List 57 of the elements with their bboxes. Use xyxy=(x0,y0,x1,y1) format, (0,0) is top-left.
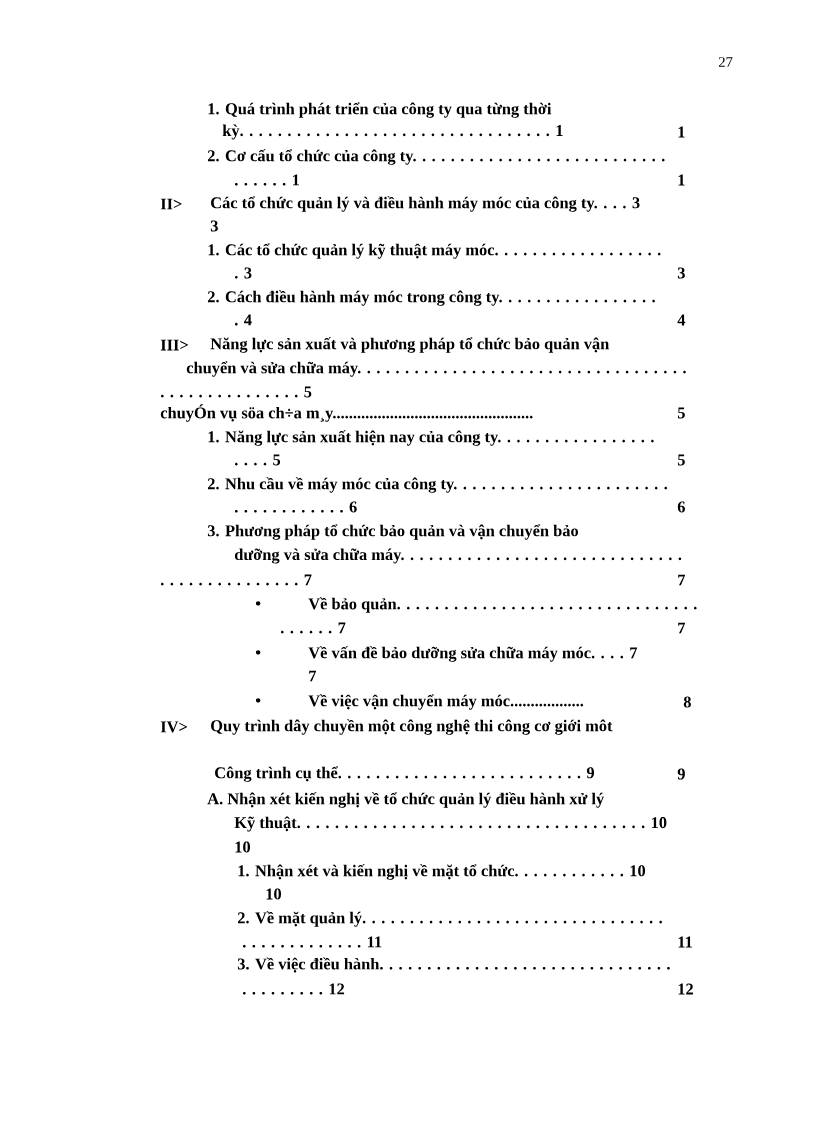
toc-entry: Về bảo quản. . . . . . . . . . . . . . . . . . . . . . . . . . . . . . . . xyxy=(308,597,697,613)
toc-entry: 2. Nhu cầu về máy móc của công ty. . . . . . . . . . . . . . . . . . . . . . . xyxy=(207,477,668,493)
toc-entry: 1. Năng lực sản xuất hiện nay của công ty. . . . . . . . . . . . . . . . . xyxy=(208,430,654,446)
toc-entry: Các tổ chức quản lý và điều hành máy móc của công ty. . . . 3 xyxy=(211,196,640,212)
page-number: 5 xyxy=(677,454,685,466)
toc-entry: chuyÓn vụ söa ch÷a m¸y................................................. xyxy=(160,404,533,422)
page-number: 7 xyxy=(309,670,317,682)
toc-entry: 2. Về mặt quản lý. . . . . . . . . . . . . . . . . . . . . . . . . . . . . . . . xyxy=(237,911,663,927)
toc-entry: . . . . 5 xyxy=(235,454,281,466)
section-numeral: IV> xyxy=(160,721,187,733)
toc-entry: kỳ. . . . . . . . . . . . . . . . . . . . . . . . . . . . . . . . . 1 xyxy=(222,124,563,140)
toc-entry: . . . . . . 7 xyxy=(281,622,346,634)
bullet-symbol: • xyxy=(255,698,261,703)
toc-entry: . . . . . . . . . . . . 6 xyxy=(235,501,357,513)
toc-entry: . 4 xyxy=(235,314,252,326)
page-number: 12 xyxy=(678,983,693,995)
page-number: 10 xyxy=(235,841,251,853)
toc-entry: 2. Cách điều hành máy móc trong công ty. . . . . . . . . . . . . . . . . xyxy=(207,290,655,306)
page-number: 3 xyxy=(677,267,685,279)
page-number: 4 xyxy=(677,314,686,326)
page-number: 1 xyxy=(678,126,685,138)
section-numeral: II> xyxy=(160,198,182,210)
toc-entry: 1. Các tổ chức quản lý kỹ thuật máy móc. . . . . . . . . . . . . . . . . . xyxy=(208,243,661,259)
toc-entry: Công trình cụ thể. . . . . . . . . . . . . . . . . . . . . . . . . . 9 xyxy=(215,766,595,782)
page-number: 10 xyxy=(266,888,282,900)
toc-entry: dưỡng và sửa chữa máy. . . . . . . . . . . . . . . . . . . . . . . . . . . . . . xyxy=(234,548,682,564)
toc-entry: 1. Quá trình phát triển của công ty qua từng thời xyxy=(208,102,552,118)
page-number: 11 xyxy=(678,936,692,948)
bullet-symbol: • xyxy=(255,650,261,655)
bullet-symbol: • xyxy=(255,601,261,606)
toc-entry: Quy trình dây chuyền một công nghệ thi công cơ giới môt xyxy=(211,719,613,735)
page-number: 5 xyxy=(677,407,685,419)
toc-entry: 3. Phương pháp tổ chức bảo quản và vận chuyển bảo xyxy=(207,524,579,540)
page-number: 7 xyxy=(678,574,686,586)
toc-entry: . . . . . . . . . . . . . . . 7 xyxy=(161,574,312,586)
toc-entry: 3. Về việc điều hành. . . . . . . . . . . . . . . . . . . . . . . . . . . . . . . xyxy=(237,957,670,973)
toc-entry: Về việc vận chuyển máy móc.................. xyxy=(308,694,584,710)
toc-entry: . . . . . . . . . . . . . . . 5 xyxy=(161,386,312,398)
page-number: 1 xyxy=(678,174,685,186)
toc-entry: . . . . . . . . . . . . . 11 xyxy=(243,936,382,948)
toc-entry: 2. Cơ cấu tổ chức của công ty. . . . . . . . . . . . . . . . . . . . . . . . . . . xyxy=(207,149,665,165)
toc-entry: A. Nhận xét kiến nghị về tổ chức quản lý điều hành xử lý xyxy=(207,792,605,808)
page-number: 9 xyxy=(677,768,685,780)
toc-entry: . 3 xyxy=(235,267,252,279)
toc-entry: . . . . . . . . . 12 xyxy=(243,983,345,995)
toc-entry: 1. Nhận xét và kiến nghị về mặt tổ chức. . . . . . . . . . . . 10 xyxy=(238,864,646,880)
section-numeral: III> xyxy=(160,339,188,351)
page-number: 8 xyxy=(683,696,691,708)
toc-entry: Kỹ thuật. . . . . . . . . . . . . . . . . . . . . . . . . . . . . . . . . . . . . 10 xyxy=(234,816,667,832)
toc-entry: . . . . . . 1 xyxy=(235,174,299,186)
page-number: 6 xyxy=(677,501,685,513)
page-number: 3 xyxy=(210,220,218,232)
page-number: 27 xyxy=(718,57,733,67)
toc-entry: Năng lực sản xuất và phương pháp tổ chức bảo quản vận xyxy=(210,337,610,353)
toc-entry: Về vấn đề bảo dưỡng sửa chữa máy móc. . . . 7 xyxy=(308,646,638,662)
toc-entry: chuyển và sửa chữa máy. . . . . . . . . . . . . . . . . . . . . . . . . . . . . . . . . . . xyxy=(186,361,686,377)
page-number: 7 xyxy=(678,622,686,634)
